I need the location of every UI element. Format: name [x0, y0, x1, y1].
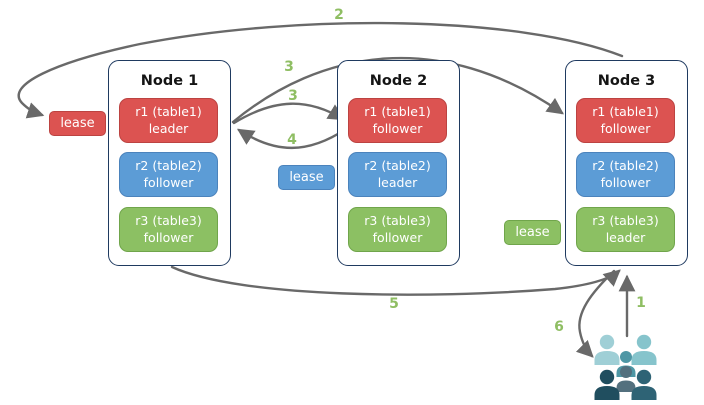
replica-name: r1 (table1) [364, 104, 431, 120]
replica-role: follower [143, 229, 194, 245]
arrow-step-3-to-node2 [232, 102, 346, 125]
node-2-title: Node 2 [369, 73, 428, 89]
node-3-title: Node 3 [597, 73, 656, 89]
node-2-replica-r1: r1 (table1) follower [348, 98, 447, 143]
replica-role: follower [372, 229, 423, 245]
replica-name: r1 (table1) [135, 104, 202, 120]
user-bottom-center [616, 366, 636, 392]
node-1-replica-r2: r2 (table2) follower [119, 152, 218, 197]
replica-name: r3 (table3) [364, 213, 431, 229]
node-2-replica-r3: r3 (table3) follower [348, 207, 447, 252]
node-1-container: Node 1 r1 (table1) leader r2 (table2) fo… [108, 60, 231, 266]
user-bottom-left [594, 369, 620, 400]
step-label-6: 6 [554, 319, 564, 335]
lease-badge-blue: lease [278, 165, 335, 190]
user-top-right [631, 334, 657, 365]
replica-role: follower [600, 174, 651, 190]
node-1-title: Node 1 [140, 73, 199, 89]
node-2-replica-r2: r2 (table2) leader [348, 152, 447, 197]
replica-role: follower [143, 174, 194, 190]
replica-name: r2 (table2) [135, 158, 202, 174]
replica-name: r1 (table1) [592, 104, 659, 120]
node-3-replica-r3: r3 (table3) leader [576, 207, 675, 252]
replica-name: r2 (table2) [364, 158, 431, 174]
user-bottom-right [631, 369, 657, 400]
arrow-step-5 [170, 265, 621, 296]
step-label-3-lower: 3 [288, 88, 298, 104]
step-label-4: 4 [287, 132, 297, 148]
node-2-container: Node 2 r1 (table1) follower r2 (table2) … [337, 60, 460, 266]
replica-role: leader [377, 174, 418, 190]
node-3-replica-r1: r1 (table1) follower [576, 98, 675, 143]
node-3-container: Node 3 r1 (table1) follower r2 (table2) … [565, 60, 688, 266]
step-label-2: 2 [334, 7, 344, 23]
replica-role: follower [600, 120, 651, 136]
user-top-left [594, 334, 620, 365]
lease-badge-red: lease [49, 111, 106, 136]
node-1-replica-r1: r1 (table1) leader [119, 98, 218, 143]
lease-badge-green: lease [504, 220, 561, 245]
step-label-5: 5 [389, 296, 399, 312]
replica-name: r3 (table3) [135, 213, 202, 229]
replica-role: follower [372, 120, 423, 136]
replica-role: leader [605, 229, 646, 245]
step-label-1: 1 [636, 295, 646, 311]
node-1-replica-r3: r3 (table3) follower [119, 207, 218, 252]
replica-name: r2 (table2) [592, 158, 659, 174]
step-label-3-upper: 3 [284, 59, 294, 75]
replica-role: leader [148, 120, 189, 136]
replica-name: r3 (table3) [592, 213, 659, 229]
node-3-replica-r2: r2 (table2) follower [576, 152, 675, 197]
users-group-icon [594, 334, 657, 400]
